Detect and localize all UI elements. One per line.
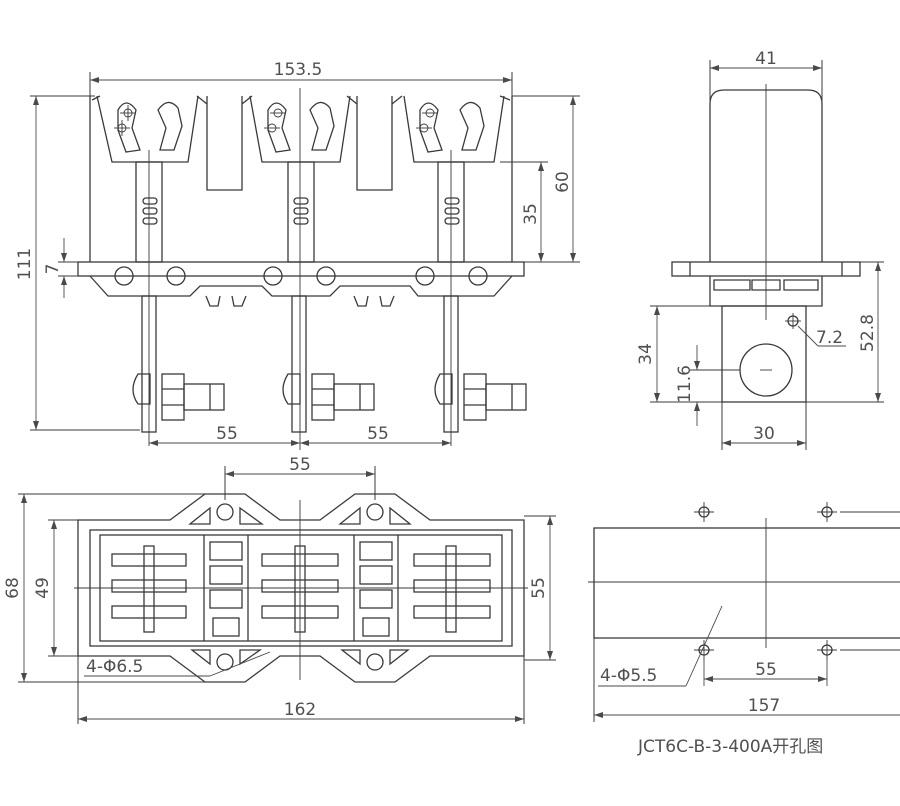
dim-hole-height-label: 11.6	[675, 365, 695, 403]
contact-group-2	[249, 95, 351, 263]
slot-right	[356, 96, 393, 191]
side-terminal	[721, 305, 807, 403]
dim-cutout-width-label: 157	[748, 696, 780, 716]
top-view: 55 68	[3, 455, 556, 724]
dim-pitch-left-label: 55	[216, 424, 238, 444]
contact-group-1	[96, 95, 199, 263]
dim-side-width-label: 41	[755, 49, 777, 69]
dim-top-pitch-label: 55	[289, 455, 311, 475]
dim-base-label: 7	[43, 264, 63, 275]
dim-top-right-label: 55	[529, 577, 549, 599]
dim-cutout-pitch-label: 55	[755, 660, 777, 680]
cutout-view: 55 4-Φ5.5 157	[588, 502, 900, 722]
dim-pitch-right-label: 55	[367, 424, 389, 444]
terminal-3	[434, 295, 527, 433]
body-sides	[89, 96, 513, 262]
dim-height-total-label: 111	[15, 248, 35, 280]
dim-side-bottom-label: 30	[753, 424, 775, 444]
top-holes-label: 4-Φ6.5	[86, 657, 143, 677]
dim-upper-label: 60	[553, 171, 573, 193]
dim-contact-label: 35	[521, 203, 541, 225]
cutout-rect	[593, 527, 900, 639]
dim-side-left-label: 34	[636, 343, 656, 365]
contact-group-3	[403, 95, 505, 263]
front-view: 153.5	[15, 60, 580, 450]
dim-top-inner-label: 49	[33, 577, 53, 599]
drawing-caption: JCT6C-B-3-400A开孔图	[637, 737, 823, 757]
slot-left	[206, 96, 243, 191]
dim-width-label: 153.5	[274, 60, 323, 80]
terminal-2	[282, 295, 375, 433]
dim-top-outer-label: 68	[3, 577, 23, 599]
dim-side-right-label: 52.8	[858, 314, 878, 352]
base-plate	[77, 261, 525, 277]
dim-hole-label: 7.2	[816, 328, 843, 348]
dim-top-width-label: 162	[284, 700, 316, 720]
side-base	[671, 261, 861, 277]
cutout-holes-label: 4-Φ5.5	[600, 666, 657, 686]
top-contacts	[111, 545, 491, 633]
side-view: 41 7.2 52.8 34 11.6 30	[636, 49, 884, 450]
terminal-1	[132, 295, 225, 433]
